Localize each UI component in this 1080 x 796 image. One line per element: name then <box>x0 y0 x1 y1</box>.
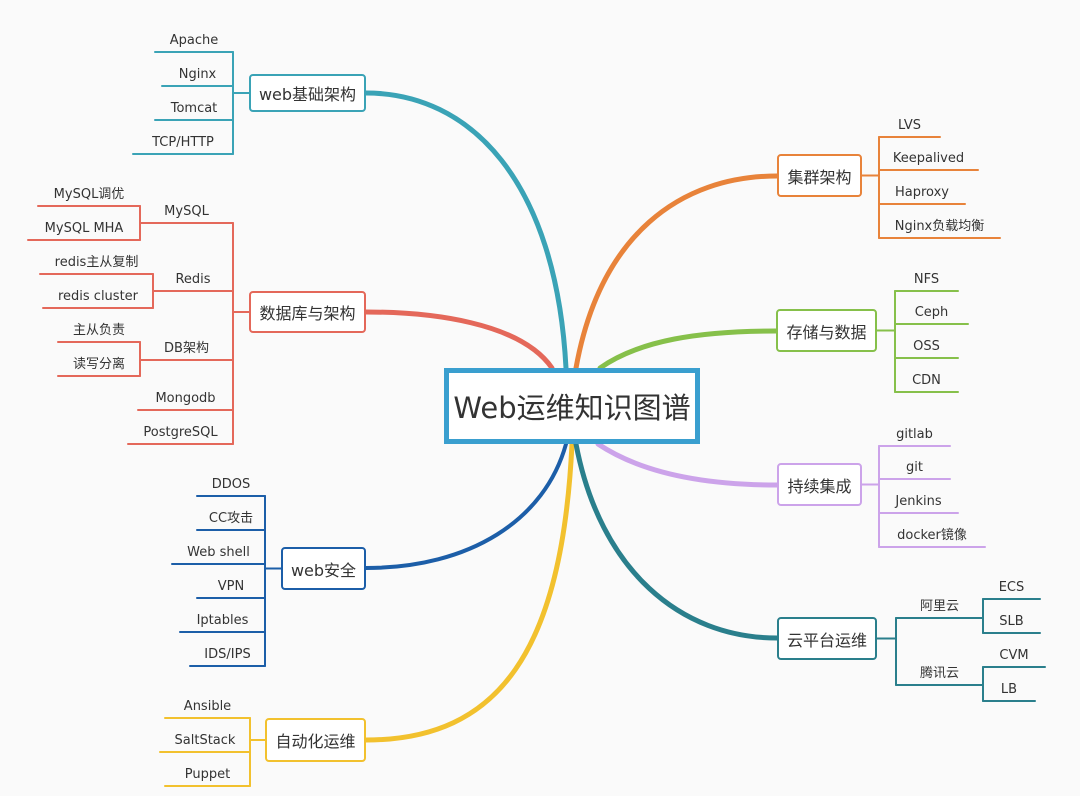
topic-docker镜像[interactable]: docker镜像 <box>897 528 967 543</box>
branch-topic-0[interactable]: web基础架构 <box>249 74 366 112</box>
branch-topic-2[interactable]: web安全 <box>281 547 366 590</box>
topic-git[interactable]: git <box>906 460 923 475</box>
topic-redis[interactable]: Redis <box>175 272 211 287</box>
topic-mysql-mha[interactable]: MySQL MHA <box>44 221 124 236</box>
topic-redis-cluster[interactable]: redis cluster <box>57 289 139 304</box>
topic-tcp/http[interactable]: TCP/HTTP <box>152 135 214 150</box>
branch-curve <box>595 441 780 488</box>
branch-topic-5[interactable]: 存储与数据 <box>776 309 877 352</box>
topic-lvs[interactable]: LVS <box>898 118 921 133</box>
topic-mysql调优[interactable]: MySQL调优 <box>53 187 125 202</box>
topic-web-shell[interactable]: Web shell <box>187 545 250 560</box>
central-topic[interactable]: Web运维知识图谱 <box>444 368 700 444</box>
topic-jenkins[interactable]: Jenkins <box>895 494 942 509</box>
topic-阿里云[interactable]: 阿里云 <box>919 599 959 614</box>
branch-curve <box>363 441 575 743</box>
branch-curve <box>597 328 779 371</box>
topic-tomcat[interactable]: Tomcat <box>170 101 218 116</box>
branch-topic-4[interactable]: 集群架构 <box>777 154 862 197</box>
branch-topic-6[interactable]: 持续集成 <box>777 463 862 506</box>
topic-keepalived[interactable]: Keepalived <box>892 151 965 166</box>
topic-腾讯云[interactable]: 腾讯云 <box>919 666 959 681</box>
topic-oss[interactable]: OSS <box>913 339 940 354</box>
topic-cdn[interactable]: CDN <box>912 373 941 388</box>
topic-mongodb[interactable]: Mongodb <box>155 391 216 406</box>
topic-slb[interactable]: SLB <box>999 614 1024 629</box>
topic-nfs[interactable]: NFS <box>913 272 940 287</box>
topic-haproxy[interactable]: Haproxy <box>895 185 949 200</box>
topic-nginx负载均衡[interactable]: Nginx负载均衡 <box>894 219 985 234</box>
topic-saltstack[interactable]: SaltStack <box>174 733 236 748</box>
topic-db架构[interactable]: DB架构 <box>164 341 209 356</box>
topic-cvm[interactable]: CVM <box>999 648 1029 663</box>
branch-topic-3[interactable]: 自动化运维 <box>265 718 366 762</box>
topic-ecs[interactable]: ECS <box>998 580 1025 595</box>
topic-redis主从复制[interactable]: redis主从复制 <box>54 255 139 270</box>
topic-ids/ips[interactable]: IDS/IPS <box>204 647 251 662</box>
topic-mysql[interactable]: MySQL <box>164 204 209 219</box>
topic-ansible[interactable]: Ansible <box>183 699 232 714</box>
topic-ddos[interactable]: DDOS <box>211 477 251 492</box>
topic-读写分离[interactable]: 读写分离 <box>72 357 125 372</box>
topic-iptables[interactable]: Iptables <box>196 613 249 628</box>
topic-nginx[interactable]: Nginx <box>178 67 217 82</box>
topic-postgresql[interactable]: PostgreSQL <box>143 425 218 440</box>
branch-curve <box>364 442 568 570</box>
topic-puppet[interactable]: Puppet <box>184 767 231 782</box>
topic-vpn[interactable]: VPN <box>217 579 245 594</box>
topic-ceph[interactable]: Ceph <box>914 305 949 320</box>
topic-apache[interactable]: Apache <box>169 33 219 48</box>
topic-gitlab[interactable]: gitlab <box>896 427 933 442</box>
branch-curve <box>573 173 780 371</box>
topic-主从负责[interactable]: 主从负责 <box>72 323 125 338</box>
topic-lb[interactable]: LB <box>1000 682 1018 697</box>
branch-topic-7[interactable]: 云平台运维 <box>777 617 877 660</box>
branch-topic-1[interactable]: 数据库与架构 <box>249 291 366 333</box>
branch-curve <box>363 90 569 371</box>
branch-curve <box>363 309 555 371</box>
branch-curve <box>573 441 780 641</box>
topic-cc攻击[interactable]: CC攻击 <box>208 511 254 526</box>
